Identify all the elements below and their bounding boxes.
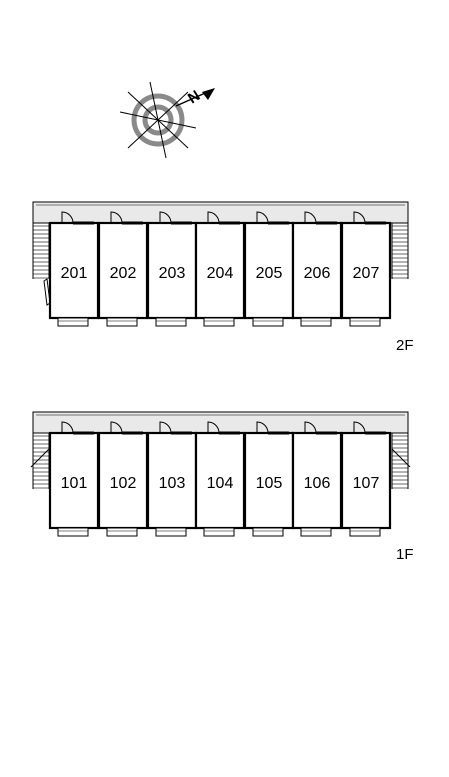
rear-balcony	[349, 527, 381, 537]
room-number: 207	[353, 265, 380, 282]
room-number: 102	[110, 475, 137, 492]
rear-balcony	[252, 527, 284, 537]
room-205: 205	[243, 211, 295, 327]
floor-label-1f: 1F	[396, 546, 414, 563]
door-swing	[256, 421, 269, 434]
room-202: 202	[97, 211, 149, 327]
floor-2f: 201 202 203 204 205 206 207	[32, 201, 409, 327]
room-106: 106	[291, 421, 343, 537]
door-swing	[110, 421, 123, 434]
rear-balcony	[203, 317, 235, 327]
staircase-left	[30, 433, 50, 489]
room-number: 202	[110, 265, 137, 282]
room-number: 106	[304, 475, 331, 492]
room-206: 206	[291, 211, 343, 327]
door-swing	[353, 211, 366, 224]
rear-balcony	[300, 527, 332, 537]
room-201: 201	[48, 211, 100, 327]
rear-balcony	[155, 527, 187, 537]
stair-landing-edge	[391, 448, 411, 468]
compass-spoke	[149, 81, 167, 159]
rear-balcony	[203, 527, 235, 537]
rear-balcony	[349, 317, 381, 327]
room-number: 205	[256, 265, 283, 282]
room-number: 101	[61, 475, 88, 492]
rear-balcony	[300, 317, 332, 327]
rear-balcony	[57, 527, 89, 537]
room-number: 204	[207, 265, 234, 282]
room-box	[340, 221, 392, 320]
room-number: 104	[207, 475, 234, 492]
room-103: 103	[146, 421, 198, 537]
floor-1f: 101 102 103 104 105 106 107	[30, 411, 411, 537]
compass-outer-ring	[131, 93, 185, 147]
room-107: 107	[340, 421, 392, 537]
room-102: 102	[97, 421, 149, 537]
room-207: 207	[340, 211, 392, 327]
compass-inner-ring	[142, 104, 174, 136]
room-box	[291, 221, 343, 320]
staircase-left	[32, 223, 50, 279]
room-105: 105	[243, 421, 295, 537]
room-box	[48, 221, 100, 320]
room-number: 105	[256, 475, 283, 492]
staircase-right	[391, 433, 411, 489]
rear-balcony	[106, 317, 138, 327]
door-swing	[304, 211, 317, 224]
room-number: 103	[159, 475, 186, 492]
north-arrow-head	[202, 88, 215, 100]
door-swing	[61, 211, 74, 224]
door-swing	[207, 421, 220, 434]
door-swing	[61, 421, 74, 434]
room-104: 104	[194, 421, 246, 537]
door-swing	[256, 211, 269, 224]
rear-balcony	[106, 527, 138, 537]
door-swing	[353, 421, 366, 434]
stair-landing-edge	[30, 448, 50, 468]
door-swing	[110, 211, 123, 224]
compass-icon: N	[119, 81, 215, 159]
staircase-right	[391, 223, 409, 279]
rear-balcony	[155, 317, 187, 327]
room-number: 201	[61, 265, 88, 282]
room-203: 203	[146, 211, 198, 327]
door-swing	[207, 211, 220, 224]
room-204: 204	[194, 211, 246, 327]
door-swing	[304, 421, 317, 434]
room-number: 107	[353, 475, 380, 492]
room-101: 101	[48, 421, 100, 537]
room-number: 203	[159, 265, 186, 282]
compass-north-label: N	[185, 87, 203, 107]
room-number: 206	[304, 265, 331, 282]
floor-label-2f: 2F	[396, 337, 414, 354]
rear-balcony	[57, 317, 89, 327]
door-swing	[159, 421, 172, 434]
rear-balcony	[252, 317, 284, 327]
door-swing	[159, 211, 172, 224]
